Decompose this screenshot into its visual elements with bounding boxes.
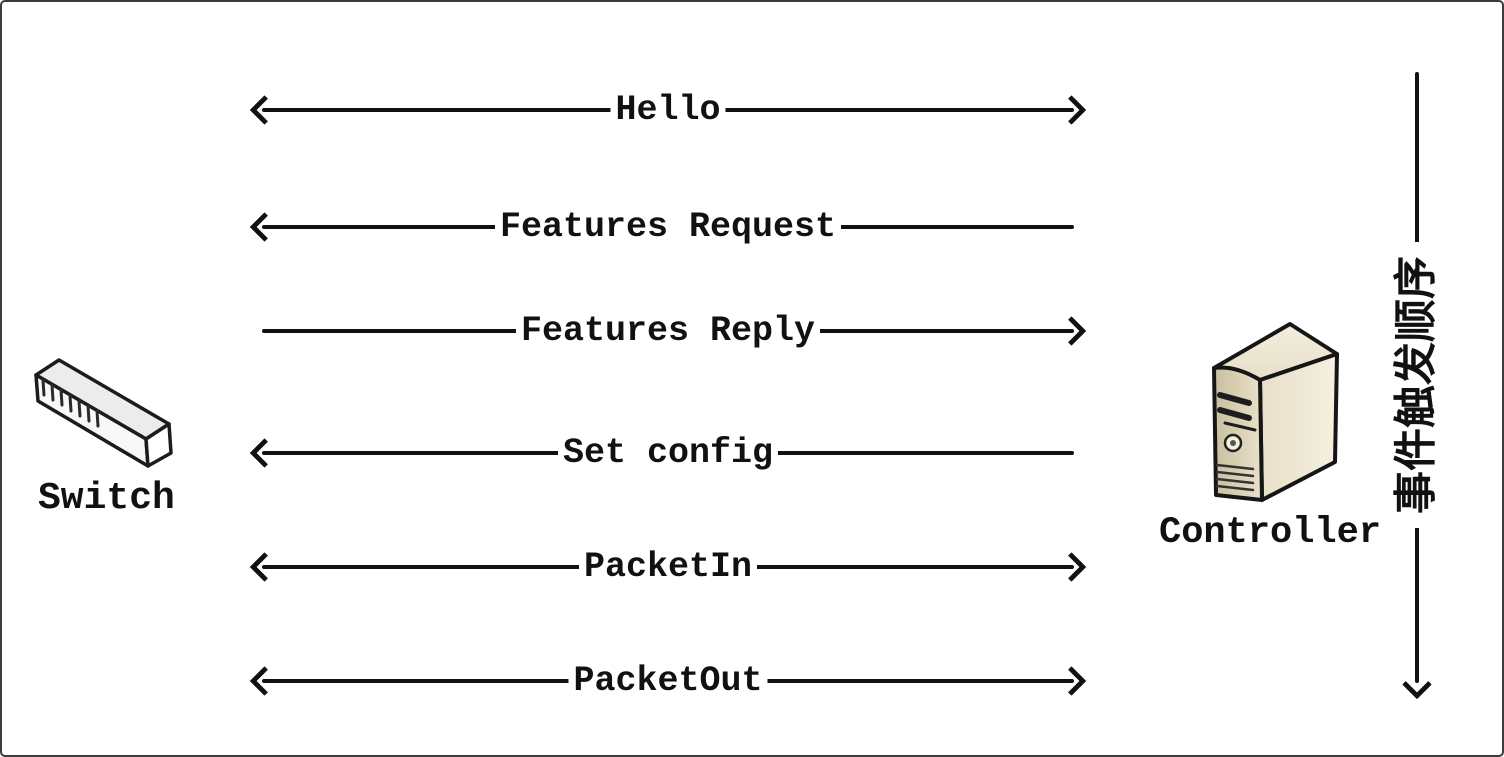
timeline-label: 事件触发顺序 <box>1392 241 1442 528</box>
server-power-button <box>1223 433 1243 453</box>
message-packetout: PacketOut <box>249 659 1087 703</box>
arrowhead-right-icon <box>1056 316 1087 346</box>
server-drive-slots <box>1217 392 1257 432</box>
message-label: PacketOut <box>568 660 768 702</box>
switch-ports <box>41 378 100 428</box>
message-label: Features Reply <box>515 310 821 352</box>
controller-label: Controller <box>1159 512 1382 554</box>
server-vents <box>1215 463 1255 492</box>
arrowhead-down-icon <box>1402 669 1432 700</box>
message-label: Hello <box>610 89 726 131</box>
arrowhead-right-icon <box>1056 552 1087 582</box>
message-features-reply: Features Reply <box>254 309 1087 353</box>
message-features-request: Features Request <box>249 205 1082 249</box>
event-order-timeline: 事件触发顺序 <box>1392 72 1442 700</box>
switch-label: Switch <box>38 477 175 520</box>
arrowhead-right-icon <box>1056 666 1087 696</box>
network-switch-icon <box>34 358 173 468</box>
server-tower-icon <box>1212 322 1339 502</box>
message-label: Set config <box>557 432 779 474</box>
message-set-config: Set config <box>249 431 1082 475</box>
message-packetin: PacketIn <box>249 545 1087 589</box>
message-hello: Hello <box>249 88 1087 132</box>
message-label: PacketIn <box>578 546 758 588</box>
arrowhead-right-icon <box>1056 95 1087 125</box>
message-label: Features Request <box>494 206 842 248</box>
